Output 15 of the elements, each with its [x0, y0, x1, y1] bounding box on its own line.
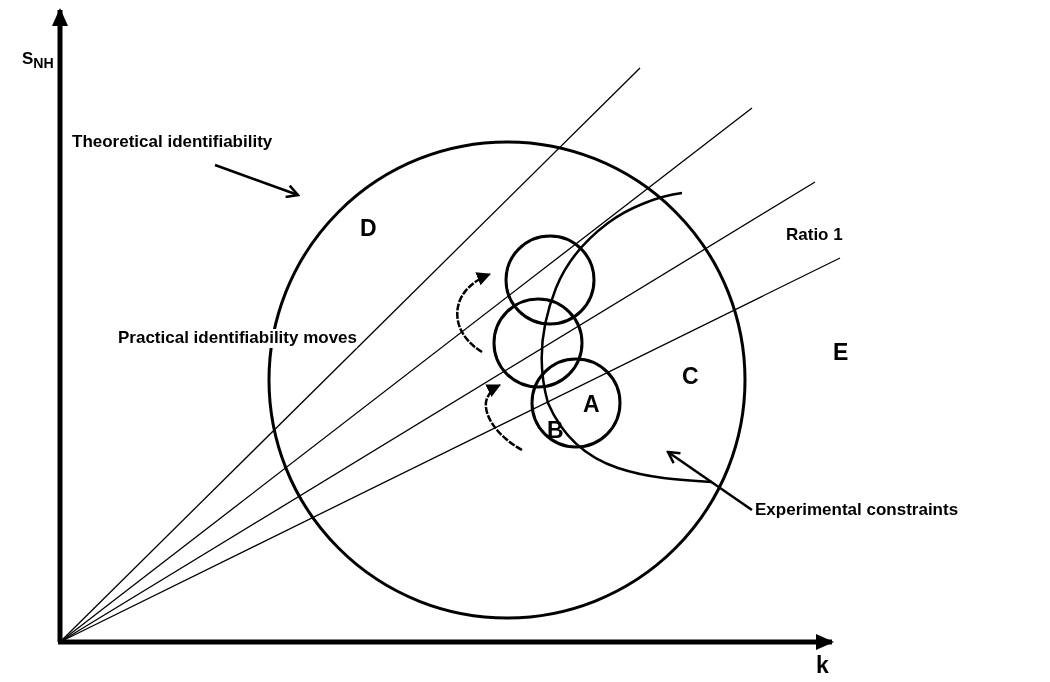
region-label: D — [360, 216, 377, 242]
annotation-text: Experimental constraints — [755, 501, 959, 520]
leader-arrow — [666, 450, 753, 512]
line-label: Ratio 1 — [786, 226, 843, 245]
axis-label: k — [816, 653, 829, 679]
annotation-text: Practical identifiability moves — [118, 329, 358, 348]
practical-identifiability-circle — [492, 297, 584, 389]
axis-label: S$_{NH}$ — [22, 50, 54, 72]
practical-identifiability-circle — [530, 357, 622, 449]
practical-identifiability-circle — [504, 234, 596, 326]
region-label: E — [833, 340, 849, 366]
annotation-text: Theoretical identifiability — [72, 133, 273, 152]
region-label: C — [682, 364, 699, 390]
region-label: A — [583, 392, 600, 418]
leader-arrow — [214, 163, 300, 199]
